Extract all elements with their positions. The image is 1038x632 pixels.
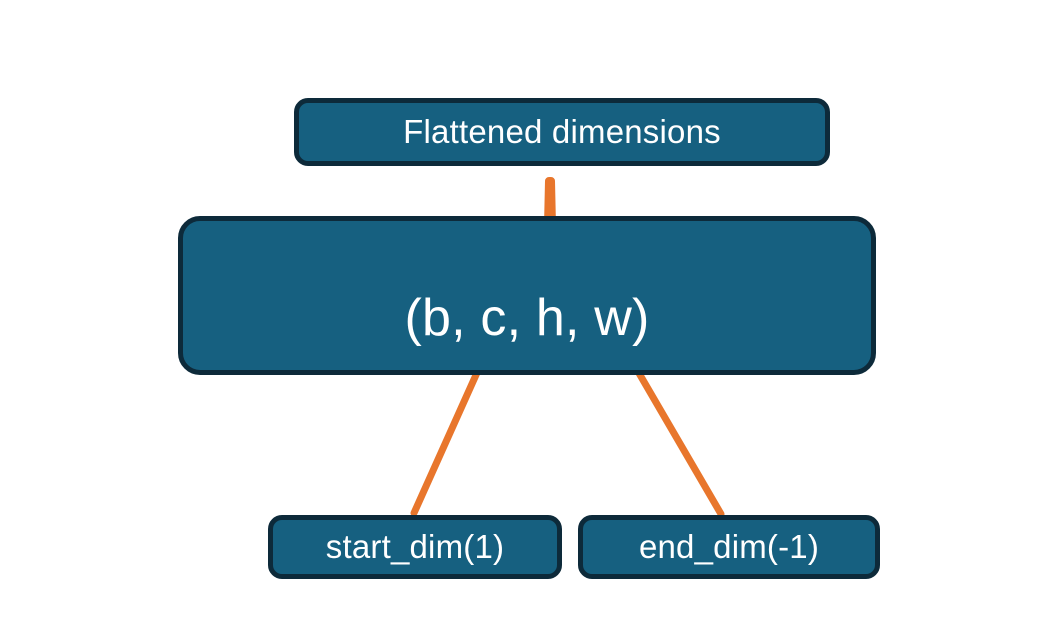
start-dim-box: start_dim(1) — [268, 515, 562, 579]
start-dim-label: start_dim(1) — [325, 528, 505, 565]
end-dim-label: end_dim(-1) — [638, 528, 820, 565]
tensor-shape-label: (b, c, h, w) — [404, 288, 650, 347]
flattened-dimensions-box: Flattened dimensions — [294, 98, 830, 166]
end-dim-box: end_dim(-1) — [578, 515, 880, 579]
tensor-shape-box: (b, c, h, w) — [178, 216, 876, 375]
flattened-dimensions-label: Flattened dimensions — [403, 113, 721, 150]
